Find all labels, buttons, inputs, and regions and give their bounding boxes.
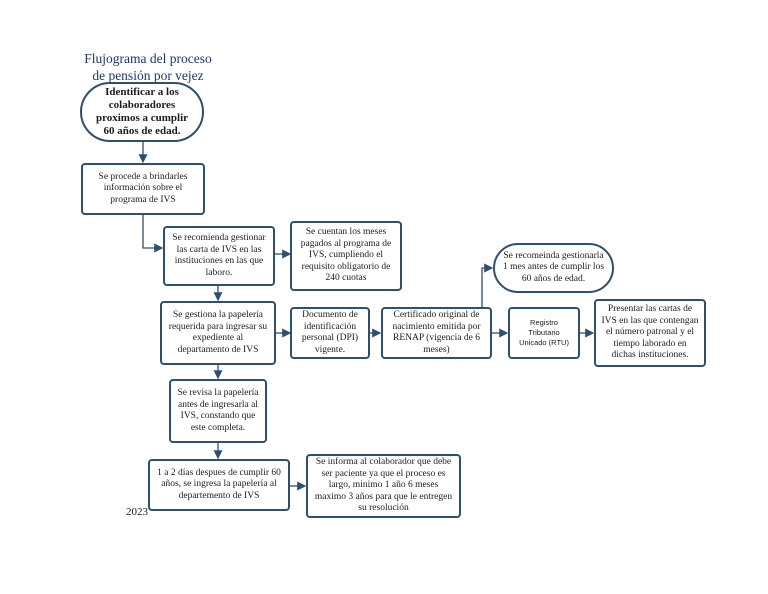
arrow-birth-cert-to-recommend-month [481,263,494,307]
node-dpi-text: Documento de identificación personal (DP… [301,310,359,355]
arrow-info-to-recommend [142,215,164,253]
node-ivs-letters: Presentar las cartas de IVS en las que c… [594,299,706,367]
node-wait: Se informa al colaborador que debe ser p… [306,454,461,518]
node-rtu: Registro Tributario Unicado (RTU) [508,307,580,359]
node-review: Se revisa la papelería antes de ingresar… [169,379,267,443]
node-review-text: Se revisa la papelería antes de ingresar… [177,388,259,433]
node-birth-cert-text: Certificado original de nacimiento emiti… [392,310,481,355]
diagram-title: Flujograma del proceso de pensión por ve… [84,51,212,83]
node-start: Identificar a los colaboradores proximos… [80,82,204,142]
node-info-text: Se procede a brindarles información sobr… [98,171,188,205]
node-recommend-text: Se recomienda gestionar las carta de IVS… [172,233,266,278]
node-rtu-text: Registro Tributario Unicado (RTU) [519,318,569,347]
node-paperwork: Se gestiona la papelería requerida para … [160,301,276,365]
node-wait-text: Se informa al colaborador que debe ser p… [314,457,453,514]
node-recommend-month: Se recomeinda gestionarla 1 mes antes de… [493,243,614,293]
node-birth-cert: Certificado original de nacimiento emiti… [381,307,492,359]
node-info: Se procede a brindarles información sobr… [81,163,205,215]
node-paperwork-text: Se gestiona la papelería requerida para … [168,310,268,355]
node-submit: 1 a 2 días despues de cumplir 60 años, s… [148,459,290,511]
node-ivs-letters-text: Presentar las cartas de IVS en las que c… [601,304,699,361]
node-months-text: Se cuentan los meses pagados al programa… [300,227,392,284]
node-months: Se cuentan los meses pagados al programa… [290,221,402,291]
node-dpi: Documento de identificación personal (DP… [290,307,370,359]
footer-year: 2023 [126,506,148,518]
node-start-text: Identificar a los colaboradores proximos… [95,86,189,137]
node-recommend: Se recomienda gestionar las carta de IVS… [163,226,275,286]
node-recommend-month-text: Se recomeinda gestionarla 1 mes antes de… [502,250,605,284]
node-submit-text: 1 a 2 días despues de cumplir 60 años, s… [157,467,281,501]
